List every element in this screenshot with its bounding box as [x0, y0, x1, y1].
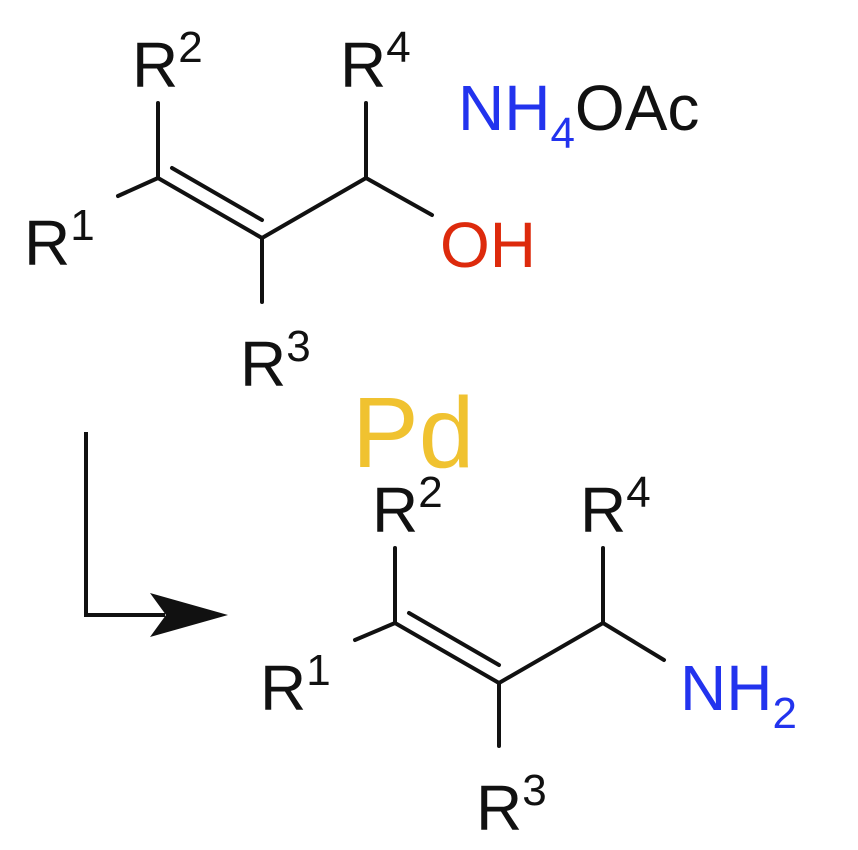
reactant-molecule: [116, 101, 434, 304]
bond-c1-c2-double-outer: [156, 176, 264, 240]
bond-c1-c2-double-outer: [393, 621, 501, 685]
reactant-r2-label: R2: [132, 23, 203, 101]
bond-c2-c3: [497, 621, 605, 685]
bond-c1-c2-double-inner: [407, 611, 501, 667]
bond-r1-c1: [116, 176, 160, 198]
product-r3-label: R3: [476, 766, 547, 844]
reagent-label: NH4OAc: [458, 72, 699, 158]
product-r2-label: R2: [372, 468, 443, 546]
arrow-head: [150, 593, 228, 637]
reactant-r1-label: R1: [24, 201, 95, 279]
product-nh2-label: NH2: [680, 652, 797, 738]
catalyst-label: Pd: [352, 377, 474, 489]
arrow-shaft: [84, 432, 165, 617]
bond-r1-c1: [353, 621, 397, 642]
reactant-oh-label: OH: [440, 209, 536, 281]
bond-c3-oh: [364, 176, 434, 217]
bond-c1-c2-double-inner: [170, 166, 264, 222]
product-r1-label: R1: [260, 646, 331, 724]
bond-c3-nh2: [601, 621, 666, 662]
reaction-arrow: [84, 432, 228, 637]
bond-c2-c3: [260, 176, 368, 240]
reactant-r4-label: R4: [340, 23, 411, 101]
product-r4-label: R4: [580, 468, 651, 546]
product-molecule: [353, 546, 666, 748]
reactant-r3-label: R3: [240, 322, 311, 400]
